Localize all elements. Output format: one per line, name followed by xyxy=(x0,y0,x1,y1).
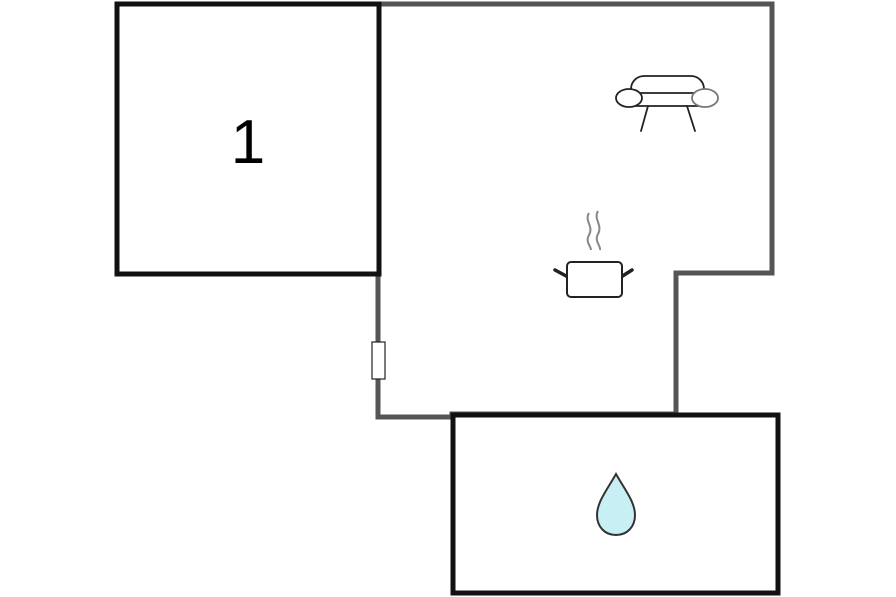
bedroom-1-walls xyxy=(114,1,382,277)
bedroom-1: 1 xyxy=(114,1,382,277)
living-kitchen-walls xyxy=(375,1,775,420)
cooking-pot-icon xyxy=(553,210,634,298)
water-drop-icon xyxy=(595,471,637,537)
door-icon xyxy=(371,341,386,380)
room-label-1: 1 xyxy=(231,108,265,177)
sofa-icon xyxy=(615,75,719,132)
bathroom xyxy=(450,412,781,596)
